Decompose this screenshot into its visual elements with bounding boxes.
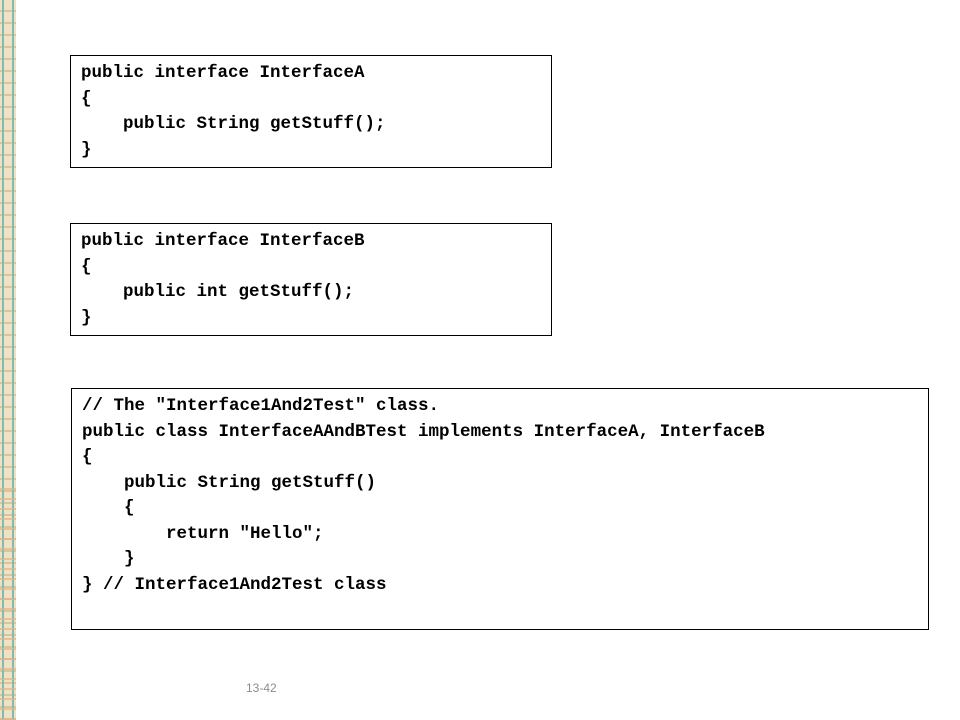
code-line: public class InterfaceAAndBTest implemen… [82, 421, 765, 442]
code-line: // The "Interface1And2Test" class. [82, 396, 440, 416]
page-number: 13-42 [246, 681, 277, 695]
code-line: } [81, 307, 92, 328]
code-box-interface-a: public interface InterfaceA { public Str… [70, 55, 552, 168]
code-line: public String getStuff(); [81, 114, 386, 134]
code-line: public interface InterfaceA [81, 63, 365, 83]
code-line: { [81, 256, 92, 277]
code-box-interface-b: public interface InterfaceB { public int… [70, 223, 552, 336]
code-line: { [81, 88, 92, 109]
code-line: public String getStuff() [82, 472, 377, 493]
code-line: } [81, 139, 92, 160]
code-line: return "Hello"; [82, 523, 324, 544]
code-line: public interface InterfaceB [81, 231, 365, 251]
code-line: } // Interface1And2Test class [82, 574, 387, 595]
code-line: { [82, 447, 93, 467]
code-line: { [82, 498, 135, 518]
code-line: } [82, 549, 135, 569]
code-line: public int getStuff(); [81, 282, 355, 302]
decorative-side-bar-accent [0, 480, 16, 720]
code-box-implementing-class: // The "Interface1And2Test" class. publi… [71, 388, 929, 630]
